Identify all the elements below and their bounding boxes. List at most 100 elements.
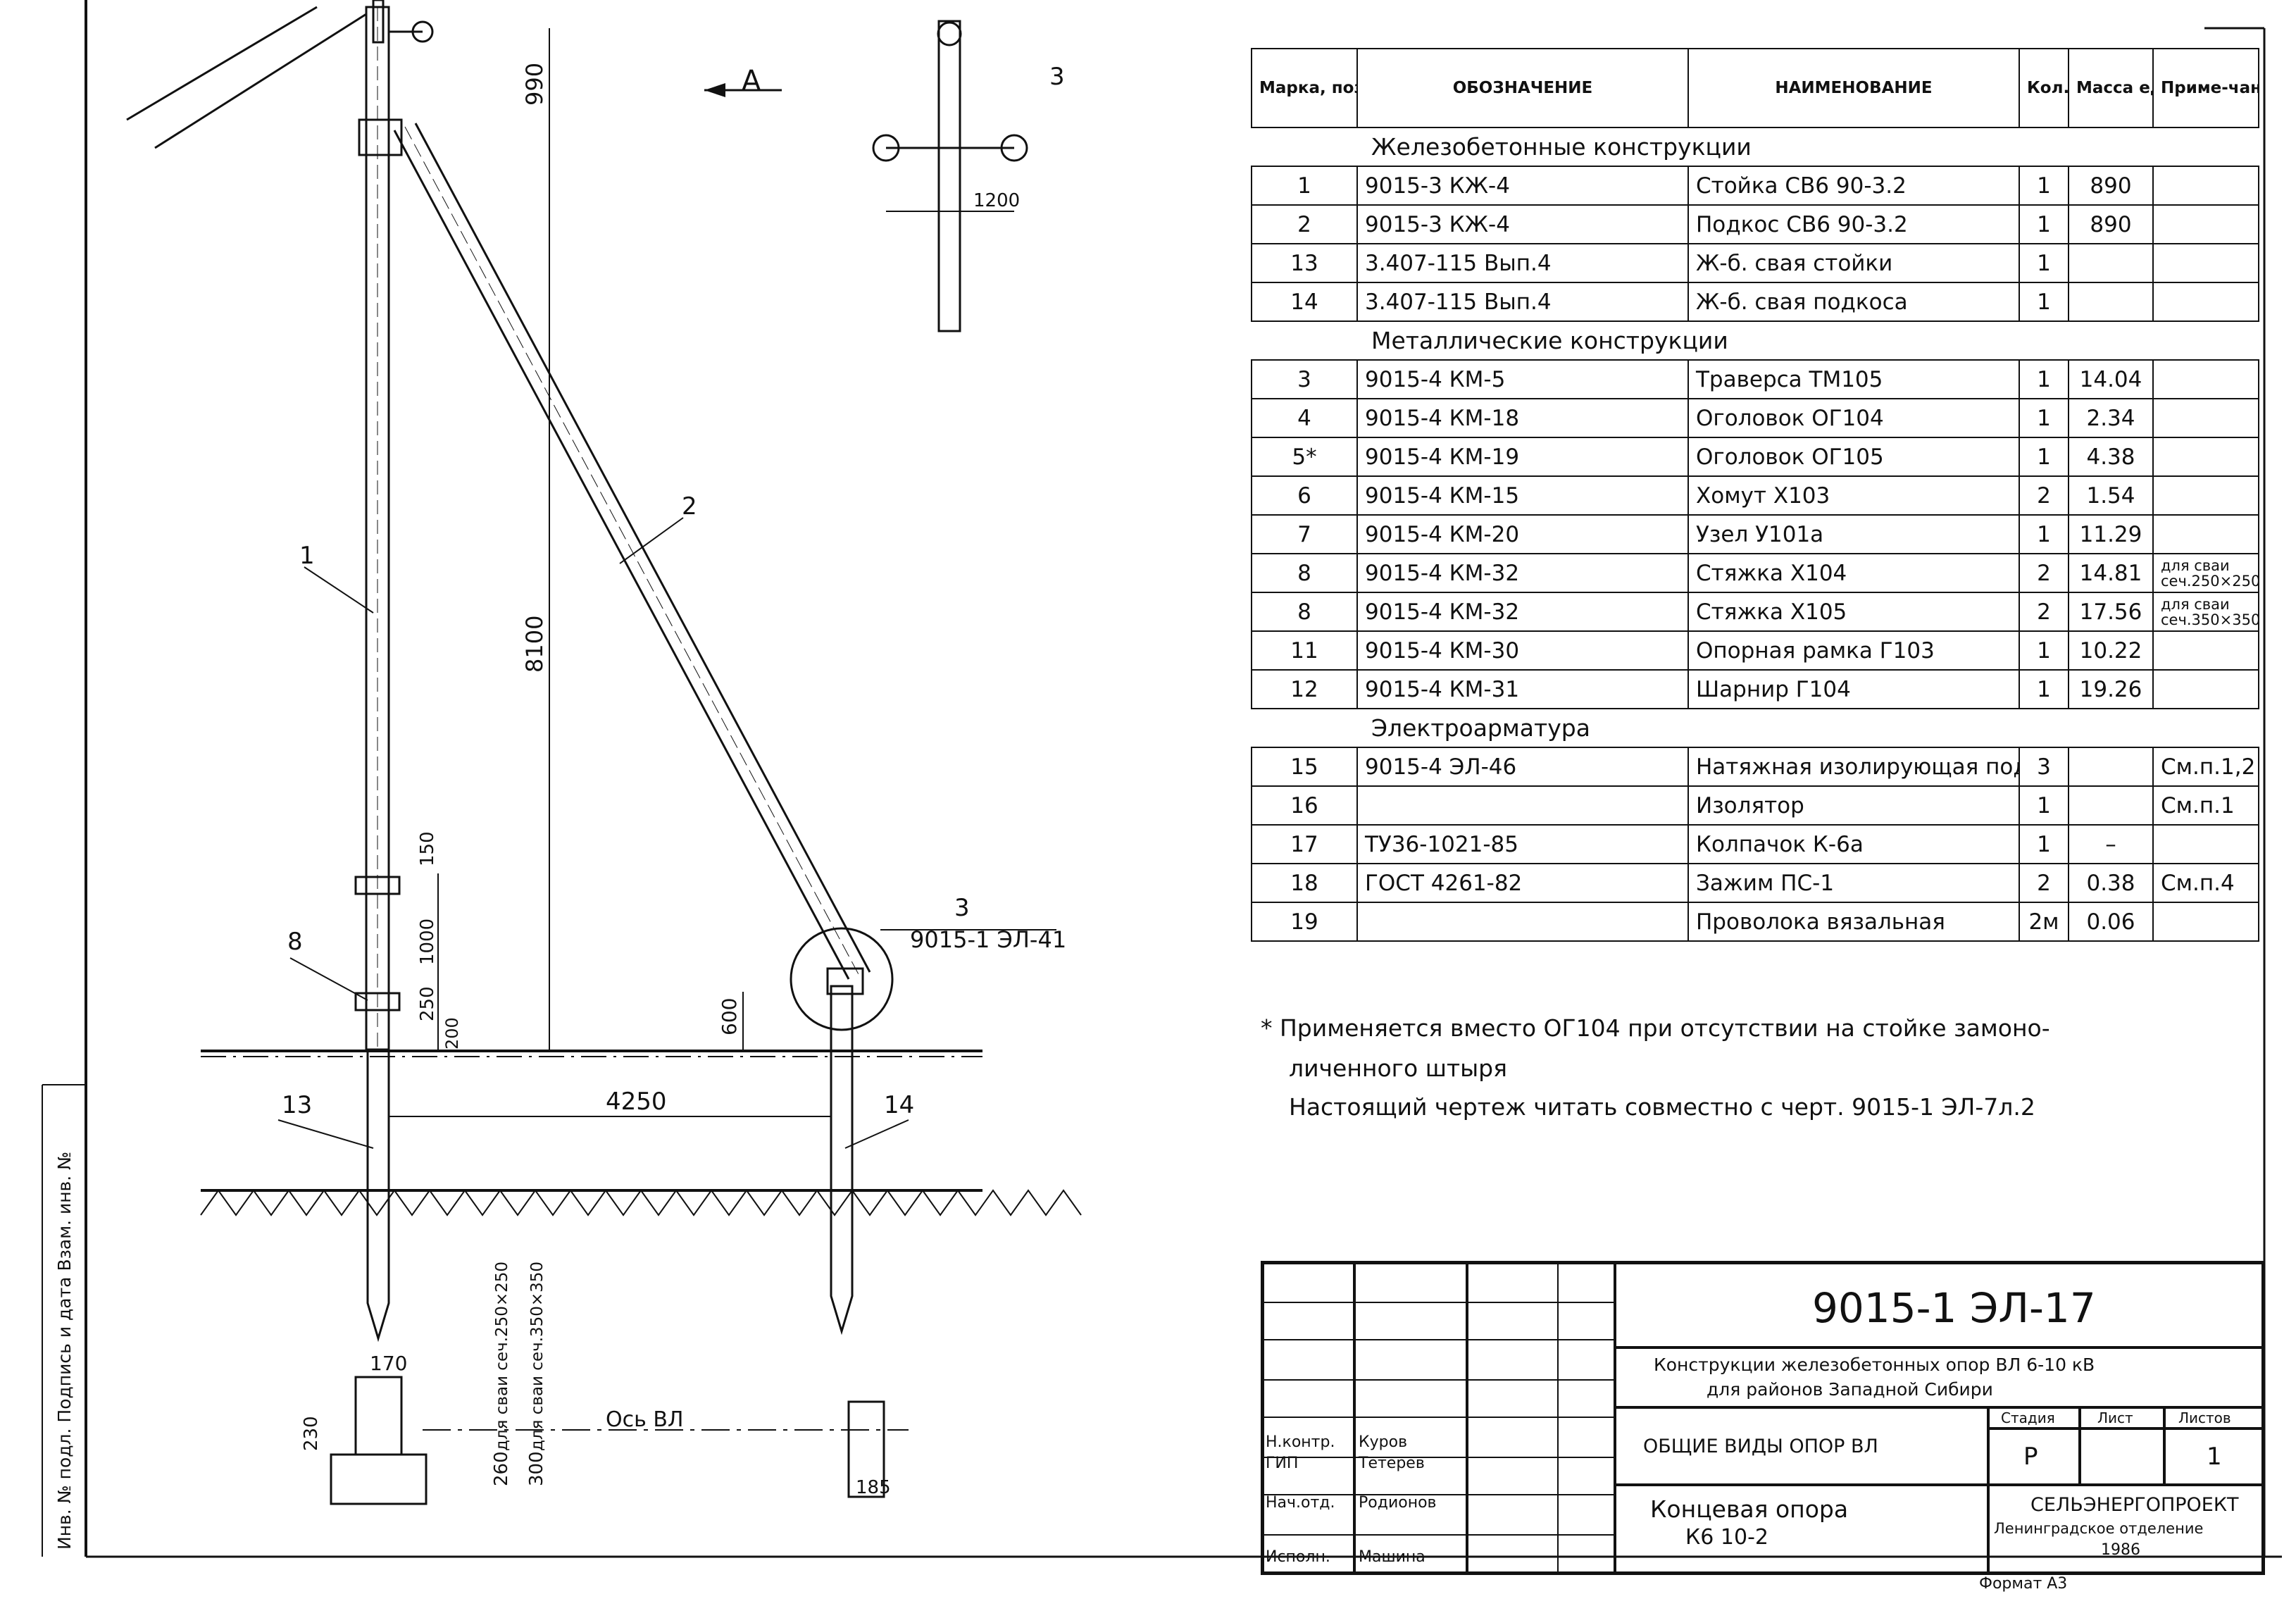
row-pos: 4 <box>1251 398 1358 438</box>
row-pos: 16 <box>1251 785 1358 826</box>
clamp-lower <box>354 992 401 1011</box>
org-cell <box>1988 1485 2263 1573</box>
sheets-cell <box>2164 1428 2263 1485</box>
header-note: Приме-чание <box>2152 48 2259 128</box>
pile-stand <box>366 1048 390 1343</box>
dim-600: 600 <box>718 998 741 1035</box>
row-name: Оголовок ОГ105 <box>1687 437 2020 477</box>
row-code: 9015-4 ЭЛ-46 <box>1356 747 1689 787</box>
org-name: СЕЛЬЭНЕРГОПРОЕКТ <box>2030 1494 2239 1516</box>
dim-200: 200 <box>442 1017 462 1050</box>
row-note <box>2152 204 2259 244</box>
role-4: Исполн. <box>1266 1548 1330 1566</box>
row-pos: 14 <box>1251 282 1358 322</box>
row-qty: 1 <box>2019 204 2069 244</box>
doc-number-cell <box>1615 1263 2263 1347</box>
grid-col <box>1467 1263 1559 1573</box>
strut-axis-line <box>404 126 860 976</box>
row-qty: 1 <box>2019 359 2069 399</box>
row-note <box>2152 437 2259 477</box>
drawing-title-2: К6 10-2 <box>1685 1525 1769 1550</box>
row-code <box>1356 785 1689 826</box>
callout-3-ref: 9015-1 ЭЛ-41 <box>910 926 1066 953</box>
row-mass: 10.22 <box>2068 630 2154 671</box>
sheet-cell <box>2080 1428 2164 1485</box>
row-name: Хомут Х103 <box>1687 475 2020 516</box>
row-note <box>2152 669 2259 709</box>
wire-line <box>154 13 367 149</box>
row-name: Ж-б. свая подкоса <box>1687 282 2020 322</box>
row-code: 9015-4 КМ-15 <box>1356 475 1689 516</box>
pole-head <box>372 0 385 44</box>
row-code: 3.407-115 Вып.4 <box>1356 243 1689 283</box>
row-qty: 1 <box>2019 514 2069 554</box>
leader-8 <box>289 957 368 1001</box>
format-label: Формат А3 <box>1979 1575 2068 1593</box>
dim-230: 230 <box>301 1416 322 1451</box>
row-note <box>2152 282 2259 322</box>
row-name: Траверса ТМ105 <box>1687 359 2020 399</box>
dim-150: 150 <box>417 831 438 866</box>
row-qty: 1 <box>2019 669 2069 709</box>
pile-section-stand <box>354 1376 403 1456</box>
row-code: 9015-4 КМ-32 <box>1356 553 1689 593</box>
dim-300: 300 <box>526 1451 547 1486</box>
row-code: 9015-4 КМ-18 <box>1356 398 1689 438</box>
stage-value: Р <box>2023 1443 2038 1471</box>
row-mass: 14.04 <box>2068 359 2154 399</box>
callout-2: 2 <box>682 492 697 521</box>
row-qty: 2 <box>2019 592 2069 632</box>
row-qty: 1 <box>2019 398 2069 438</box>
row-note: См.п.1 <box>2152 785 2259 826</box>
role-2-name: Тетерев <box>1359 1455 1425 1472</box>
dim-990: 990 <box>521 63 548 106</box>
row-pos: 1 <box>1251 166 1358 206</box>
strut-edge <box>393 130 850 980</box>
row-mass <box>2068 282 2154 322</box>
row-mass: 14.81 <box>2068 553 2154 593</box>
grid-col <box>1263 1263 1354 1573</box>
callout-1: 1 <box>299 542 315 570</box>
org-branch: Ленинградское отделение <box>1994 1520 2204 1537</box>
row-qty: 2 <box>2019 863 2069 903</box>
row-qty: 3 <box>2019 747 2069 787</box>
callout-14: 14 <box>884 1091 914 1119</box>
view-a-insulator-icon <box>872 134 900 162</box>
dim-170: 170 <box>370 1352 407 1375</box>
leader-14 <box>844 1119 909 1149</box>
row-pos: 8 <box>1251 553 1358 593</box>
row-name: Ж-б. свая стойки <box>1687 243 2020 283</box>
role-1: Н.контр. <box>1266 1433 1335 1451</box>
row-note <box>2152 166 2259 206</box>
row-name: Оголовок ОГ104 <box>1687 398 2020 438</box>
note-1b: личенного штыря <box>1289 1054 1507 1082</box>
view-a-head-icon <box>937 21 962 46</box>
row-qty: 1 <box>2019 243 2069 283</box>
row-name: Стяжка Х105 <box>1687 592 2020 632</box>
pile-250-label: для сваи сеч.250×250 <box>493 1262 511 1451</box>
row-pos: 7 <box>1251 514 1358 554</box>
row-note <box>2152 902 2259 942</box>
header-code: ОБОЗНАЧЕНИЕ <box>1356 48 1689 128</box>
dim-1000: 1000 <box>417 919 438 965</box>
row-note <box>2152 359 2259 399</box>
row-pos: 18 <box>1251 863 1358 903</box>
row-mass <box>2068 747 2154 787</box>
view-a-insulator-icon <box>1000 134 1028 162</box>
specification-table: Марка, поз. ОБОЗНАЧЕНИЕ НАИМЕНОВАНИЕ Кол… <box>1251 48 2259 942</box>
row-pos: 8 <box>1251 592 1358 632</box>
role-1-name: Куров <box>1359 1433 1408 1451</box>
grid-row <box>1263 1379 1615 1418</box>
dim-185: 185 <box>856 1477 891 1498</box>
sheet-header-cell <box>2080 1407 2164 1428</box>
row-mass: – <box>2068 824 2154 864</box>
row-mass: 890 <box>2068 204 2154 244</box>
